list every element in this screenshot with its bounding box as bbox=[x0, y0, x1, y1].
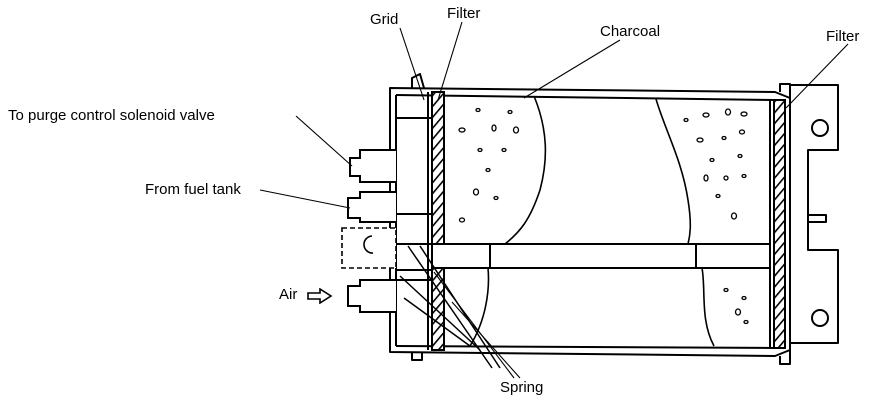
label-charcoal: Charcoal bbox=[600, 23, 661, 40]
filter-right-element bbox=[773, 99, 786, 349]
mounting-bracket bbox=[789, 84, 839, 344]
label-filter-right: Filter bbox=[826, 28, 860, 45]
label-spring: Spring bbox=[500, 379, 544, 396]
label-fuel-tank: From fuel tank bbox=[145, 181, 241, 198]
leader-grid bbox=[399, 27, 425, 101]
divider-channel bbox=[431, 243, 771, 269]
air-port bbox=[347, 279, 396, 313]
leader-filter-right bbox=[785, 43, 849, 109]
label-filter-left: Filter bbox=[447, 5, 481, 22]
charcoal-boundary-left bbox=[469, 95, 547, 347]
charcoal-boundary-right bbox=[655, 98, 715, 347]
leader-spring-1 bbox=[433, 271, 515, 379]
purge-port bbox=[349, 149, 396, 183]
charcoal-granules bbox=[458, 107, 749, 325]
leader-filter-left bbox=[437, 21, 463, 101]
canister-body bbox=[389, 87, 791, 357]
label-purge-valve: To purge control solenoid valve bbox=[8, 107, 215, 124]
leader-charcoal bbox=[523, 39, 621, 99]
label-air: Air bbox=[279, 286, 298, 303]
leader-purge bbox=[295, 115, 353, 167]
leader-spring-2 bbox=[451, 301, 521, 379]
fitting-dashed bbox=[341, 227, 397, 269]
bracket-hole-bottom bbox=[811, 309, 829, 327]
bracket-hole-top bbox=[811, 119, 829, 137]
fuel-tank-port bbox=[347, 191, 396, 223]
label-grid: Grid bbox=[370, 11, 399, 28]
leader-fuel bbox=[259, 189, 351, 209]
hollow-right-arrow-icon bbox=[307, 288, 333, 304]
